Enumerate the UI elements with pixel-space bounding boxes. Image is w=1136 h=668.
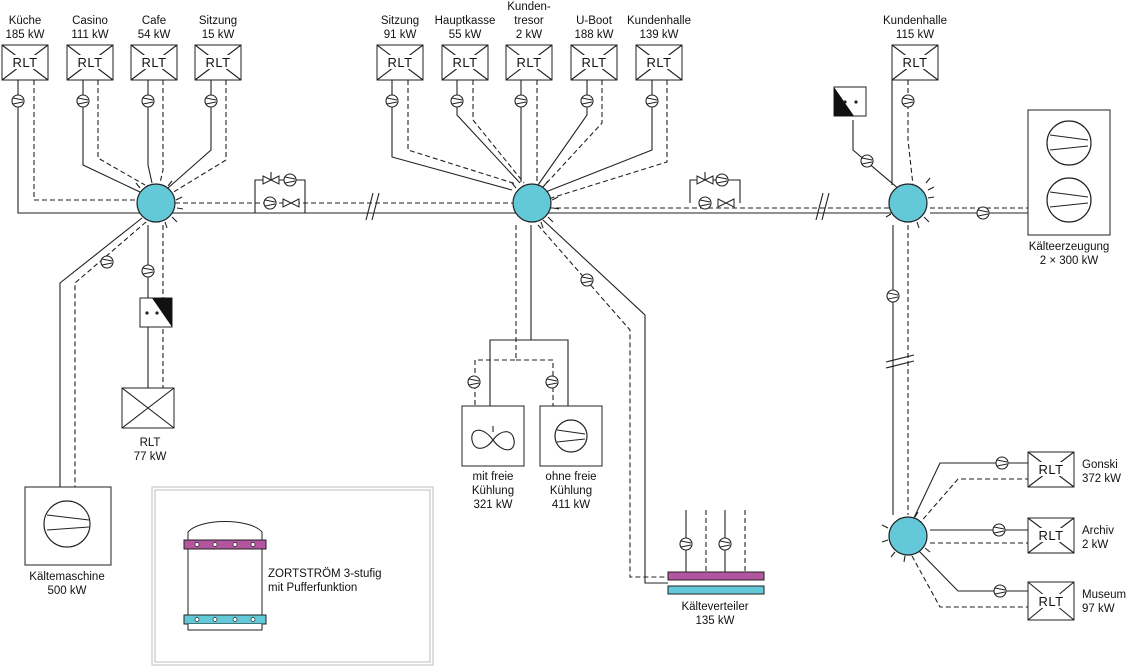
distributor-power: 135 kW: [696, 615, 735, 627]
distribution-nodes: [135, 177, 935, 563]
kaelteerzeugung: Kälteerzeugung 2 × 300 kW: [1027, 109, 1111, 267]
rlt-unit-uboot: RLT: [570, 44, 618, 81]
unit-power: 97 kW: [1082, 603, 1115, 615]
storage-legend-box: ZORTSTRÖM 3-stufig mit Pufferfunktion: [151, 486, 434, 666]
unit-label-line2: Kühlung: [550, 485, 592, 497]
rlt-label: RLT: [1038, 462, 1063, 477]
unit-power: 188 kW: [575, 29, 614, 41]
unit-power: 91 kW: [384, 29, 417, 41]
unit-power: 111 kW: [71, 29, 108, 41]
generation-name: Kälteerzeugung: [1029, 241, 1110, 253]
unit-name-line2: tresor: [514, 15, 544, 27]
rlt-label: RLT: [902, 55, 927, 70]
rlt-label: RLT: [12, 55, 37, 70]
rlt-label: RLT: [387, 55, 412, 70]
rlt-label: RLT: [581, 55, 606, 70]
rlt-label: RLT: [452, 55, 477, 70]
rlt-unit-hauptkasse: RLT: [441, 44, 489, 81]
unit-label-line1: mit freie: [473, 471, 514, 483]
top-labels-right: Kundenhalle 115 kW: [883, 15, 947, 41]
unit-label-line2: Kühlung: [472, 485, 514, 497]
rlt-unit-kundenhalle-right: RLT: [891, 44, 939, 81]
rlt-label: RLT: [646, 55, 671, 70]
control-valve-left: [139, 297, 173, 328]
unit-power: 115 kW: [896, 29, 934, 41]
right-branch-pumps: [679, 94, 1009, 598]
unit-name: Archiv: [1082, 525, 1114, 537]
unit-power: 411 kW: [552, 499, 590, 511]
rlt-unit-museum: RLT Museum 97 kW: [1027, 581, 1126, 621]
unit-name: Sitzung: [199, 15, 237, 27]
unit-power: 139 kW: [640, 29, 679, 41]
unit-power: 77 kW: [134, 451, 167, 463]
right-branch-pipes: [685, 80, 1028, 608]
unit-name: Gonski: [1082, 459, 1118, 471]
unit-power: 372 kW: [1082, 473, 1121, 485]
rlt-unit-sitzung-left: RLT: [194, 44, 242, 81]
unit-power: 2 kW: [516, 29, 542, 41]
rlt-unit-kundenhalle-mid: RLT: [635, 44, 683, 81]
kaelteverteiler: Kälteverteiler 135 kW: [667, 571, 765, 627]
unit-power: 15 kW: [202, 29, 235, 41]
rlt-unit-kundentresor: RLT: [505, 44, 553, 81]
unit-name: RLT: [140, 437, 161, 449]
storage-label-line1: ZORTSTRÖM 3-stufig: [268, 568, 382, 580]
unit-power: 321 kW: [474, 499, 513, 511]
unit-name: Kundenhalle: [883, 15, 947, 27]
distributor-name: Kälteverteiler: [681, 601, 748, 613]
node-left: [135, 180, 184, 229]
rlt-unit-gonski: RLT Gonski 372 kW: [1027, 451, 1121, 488]
unit-power: 2 kW: [1082, 539, 1108, 551]
middle-branch-pumps: [385, 94, 659, 389]
rlt-unit-77kw: RLT 77 kW: [121, 387, 175, 463]
unit-power: 185 kW: [6, 29, 45, 41]
node-right: [885, 177, 935, 229]
unit-label-line1: ohne freie: [545, 471, 596, 483]
storage-label-line2: mit Pufferfunktion: [268, 582, 357, 594]
unit-name: Museum: [1082, 589, 1126, 601]
rlt-label: RLT: [1038, 528, 1063, 543]
machine-name: Kältemaschine: [29, 571, 104, 583]
control-valve-right: [833, 86, 867, 117]
node-middle: [511, 180, 560, 229]
node-lower-right: [881, 511, 931, 563]
unit-name: Kunden-: [507, 1, 551, 13]
unit-name: Küche: [9, 15, 42, 27]
unit-power: 55 kW: [449, 29, 482, 41]
unit-power: 54 kW: [138, 29, 171, 41]
unit-name: U-Boot: [576, 15, 613, 27]
valve-group-left: [254, 172, 306, 213]
rlt-label: RLT: [1038, 594, 1063, 609]
rlt-label: RLT: [516, 55, 541, 70]
unit-name: Hauptkasse: [435, 15, 496, 27]
rlt-label: RLT: [141, 55, 166, 70]
rlt-unit-cafe: RLT: [130, 44, 178, 81]
unit-name: Kundenhalle: [627, 15, 691, 27]
storage-tank-icon: [183, 521, 267, 631]
no-free-cooling-unit: ohne freie Kühlung 411 kW: [539, 405, 603, 511]
rlt-label: RLT: [205, 55, 230, 70]
rlt-unit-kueche: RLT: [1, 44, 49, 81]
rlt-label: RLT: [77, 55, 102, 70]
unit-name: Casino: [72, 15, 108, 27]
unit-name: Sitzung: [381, 15, 419, 27]
unit-name: Cafe: [142, 15, 166, 27]
machine-power: 500 kW: [48, 585, 87, 597]
rlt-unit-casino: RLT: [66, 44, 114, 81]
top-labels-mid: Sitzung 91 kW Hauptkasse 55 kW Kunden- t…: [381, 1, 691, 41]
rlt-unit-sitzung-mid: RLT: [376, 44, 424, 81]
valve-group-right: [689, 172, 741, 210]
top-labels-left: Küche 185 kW Casino 111 kW Cafe 54 kW Si…: [6, 15, 238, 41]
generation-power: 2 × 300 kW: [1040, 255, 1099, 267]
rlt-unit-archiv: RLT Archiv 2 kW: [1027, 517, 1114, 554]
kaeltemaschine: Kältemaschine 500 kW: [24, 486, 112, 597]
free-cooling-unit: mit freie Kühlung 321 kW: [461, 405, 525, 511]
